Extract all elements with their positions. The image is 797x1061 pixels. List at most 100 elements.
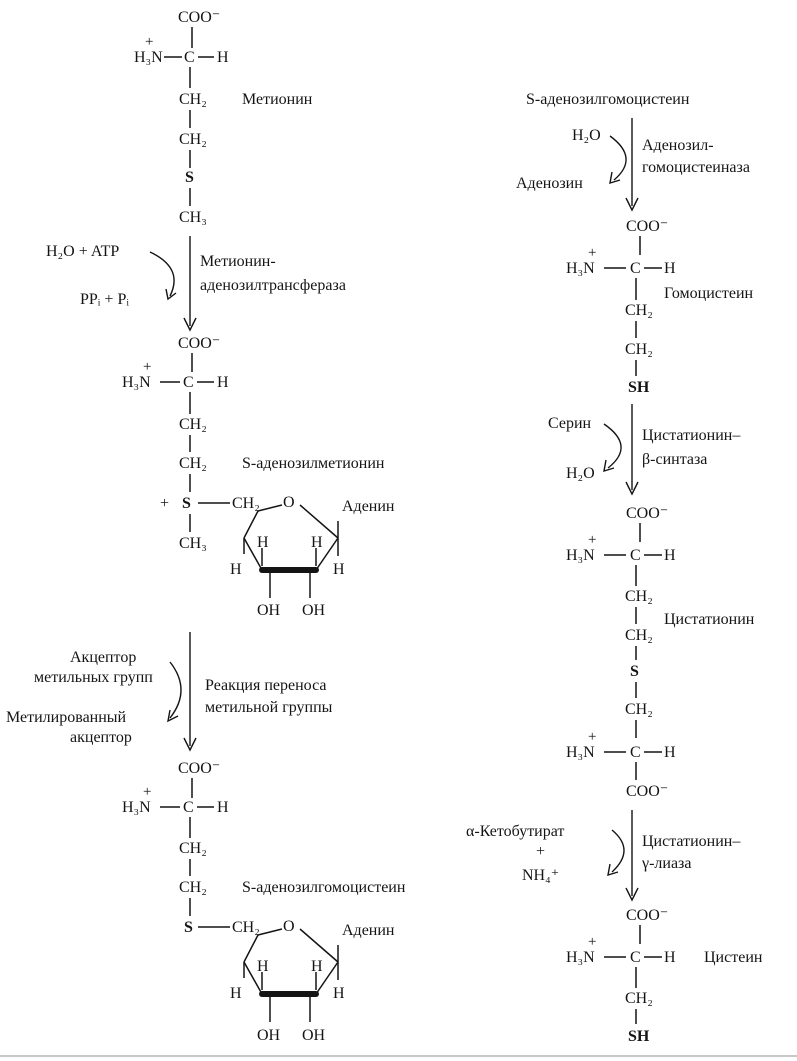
homocysteine-ch2-beta: CH₂ <box>625 302 653 319</box>
cystathionine-structure: COO⁻ H₃N + C H CH₂ CH₂ S CH₂ H₃N + C H C… <box>566 505 755 800</box>
methionine-ch2-gamma: CH₂ <box>179 131 207 148</box>
sah-ch2-gamma: CH₂ <box>179 879 207 896</box>
step3-product: Аденозин <box>516 175 583 192</box>
step5-side-arrow <box>611 829 625 873</box>
step1-reaction: H₂O + ATP PPᵢ + Pᵢ Метионин- аденозилтра… <box>46 236 346 332</box>
sah-oh-3: OH <box>302 1027 326 1044</box>
sam-structure: COO⁻ H₃N + C H CH₂ CH₂ + S CH₂ CH₃ S-аде… <box>122 335 395 619</box>
sah-ring-oxygen: O <box>283 918 295 935</box>
sam-ch3: CH₃ <box>179 535 207 552</box>
step2-acceptor-line1: Акцептор <box>70 649 136 666</box>
sam-sulfonium-charge: + <box>160 495 169 512</box>
step3-side-arrow <box>609 135 627 181</box>
methionine-ch3: CH₃ <box>179 209 207 226</box>
sam-coo: COO⁻ <box>178 335 220 352</box>
cysteine-nh3-charge: + <box>588 934 596 950</box>
step5-reaction: α-Кетобутират + NH₄⁺ Цистатионин– γ-лиаз… <box>466 810 741 902</box>
sam-ring-h1: H <box>230 561 242 578</box>
step4-enzyme-line2: β-синтаза <box>642 451 707 468</box>
homocysteine-name: Гомоцистеин <box>664 285 754 302</box>
step4-substrate: Серин <box>548 415 592 432</box>
sah-coo: COO⁻ <box>178 760 220 777</box>
cystathionine-coo-top: COO⁻ <box>626 505 668 522</box>
step2-product-line1: Метилированный <box>6 709 127 726</box>
sam-ch2-ribose: CH₂ <box>232 495 260 512</box>
step4-reaction: Серин H₂O Цистатионин– β-синтаза <box>548 404 741 496</box>
step5-product-line3: NH₄⁺ <box>522 867 559 884</box>
homocysteine-thiol: SH <box>628 379 650 396</box>
cysteine-ch2: CH₂ <box>625 990 653 1007</box>
step2-product-line2: акцептор <box>70 729 132 746</box>
sam-ch2-beta: CH₂ <box>179 416 207 433</box>
sam-h3n: H₃N <box>122 374 151 391</box>
sah-h3n: H₃N <box>122 799 151 816</box>
methionine-nh3-charge: + <box>145 34 153 50</box>
cystathionine-h3n-top: H₃N <box>566 547 595 564</box>
step1-enzyme-line1: Метионин- <box>200 253 276 270</box>
sam-ring-h4: H <box>333 561 345 578</box>
step1-substrates: H₂O + ATP <box>46 243 119 260</box>
methionine-sulfur: S <box>185 169 194 186</box>
sah-nh3-charge: + <box>143 784 151 800</box>
cystathionine-alpha-c-bottom: C <box>630 744 641 761</box>
cystathionine-ch2-a: CH₂ <box>625 588 653 605</box>
step3-substrate: H₂O <box>572 127 601 144</box>
cystathionine-alpha-h-bottom: H <box>664 744 676 761</box>
step3-enzyme-line2: гомоцистеиназа <box>642 159 750 176</box>
cysteine-h3n: H₃N <box>566 949 595 966</box>
homocysteine-h3n: H₃N <box>566 260 595 277</box>
homocysteine-structure: COO⁻ H₃N + C H CH₂ CH₂ SH Гомоцистеин <box>566 218 754 396</box>
step2-enzyme-line1: Реакция переноса <box>205 677 326 694</box>
methionine-coo: COO⁻ <box>178 9 220 26</box>
sam-nh3-charge: + <box>143 359 151 375</box>
methionine-alpha-c: C <box>184 49 195 66</box>
cystathionine-alpha-c-top: C <box>630 547 641 564</box>
sam-oh-2: OH <box>257 602 281 619</box>
sah-ring-h3: H <box>311 958 323 975</box>
sah-ring-h1: H <box>230 985 242 1002</box>
cystathionine-alpha-h-top: H <box>664 547 676 564</box>
cystathionine-ch2-c: CH₂ <box>625 701 653 718</box>
step4-product: H₂O <box>566 465 595 482</box>
step2-side-arrow <box>169 661 182 719</box>
homocysteine-coo: COO⁻ <box>626 218 668 235</box>
methionine-alpha-h: H <box>217 49 229 66</box>
cysteine-name: Цистеин <box>704 949 763 966</box>
step1-side-arrow <box>149 251 175 297</box>
step2-acceptor-line2: метильных групп <box>34 669 153 686</box>
homocysteine-nh3-charge: + <box>588 245 596 261</box>
step5-enzyme-line1: Цистатионин– <box>642 833 741 850</box>
sam-alpha-c: C <box>183 374 194 391</box>
sah-oh-2: OH <box>257 1027 281 1044</box>
sam-oh-3: OH <box>302 602 326 619</box>
methionine-name: Метионин <box>242 91 313 108</box>
sam-alpha-h: H <box>217 374 229 391</box>
methionine-structure: COO⁻ H₃N + C H CH₂ CH₂ S CH₃ Метионин <box>134 9 313 226</box>
step4-enzyme-line1: Цистатионин– <box>642 427 741 444</box>
cystathionine-name: Цистатионин <box>664 611 755 628</box>
step2-reaction: Акцептор метильных групп Метилированный … <box>6 632 333 752</box>
homocysteine-alpha-h: H <box>664 260 676 277</box>
cystathionine-nh3-charge-bottom: + <box>588 729 596 745</box>
sam-ring-oxygen: O <box>283 494 295 511</box>
cysteine-coo: COO⁻ <box>626 907 668 924</box>
cysteine-alpha-h: H <box>664 949 676 966</box>
sah-alpha-c: C <box>183 799 194 816</box>
cystathionine-sulfur: S <box>630 663 639 680</box>
sam-name: S-аденозилметионин <box>242 455 385 472</box>
sah-ring-h4: H <box>333 985 345 1002</box>
cysteine-structure: COO⁻ H₃N + C H CH₂ SH Цистеин <box>566 907 763 1045</box>
sam-ring-h3: H <box>311 534 323 551</box>
step1-enzyme-line2: аденозилтрансфераза <box>200 277 346 294</box>
sam-ch2-gamma: CH₂ <box>179 455 207 472</box>
sah-ch2-ribose: CH₂ <box>232 919 260 936</box>
cystathionine-nh3-charge-top: + <box>588 532 596 548</box>
sah-alpha-h: H <box>217 799 229 816</box>
cystathionine-coo-bottom: COO⁻ <box>626 783 668 800</box>
step5-product-line1: α-Кетобутират <box>466 823 564 840</box>
step5-enzyme-line2: γ-лиаза <box>641 855 691 872</box>
cystathionine-h3n-bottom: H₃N <box>566 744 595 761</box>
step2-enzyme-line2: метильной группы <box>205 699 333 716</box>
cystathionine-ch2-b: CH₂ <box>625 627 653 644</box>
